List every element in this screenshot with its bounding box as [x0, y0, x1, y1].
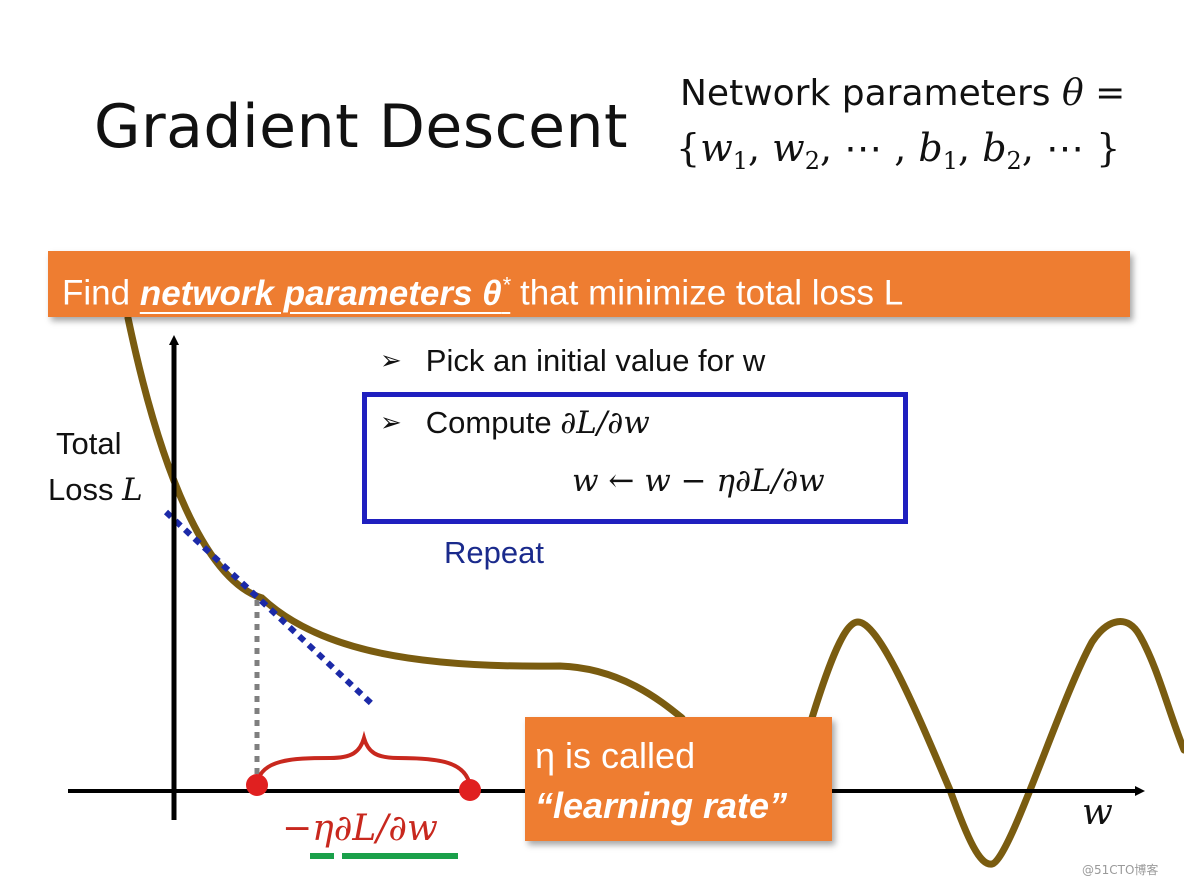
network-params-text: Network parameters — [680, 73, 1051, 114]
brace-open: { — [676, 126, 701, 170]
callout-line1: η is called — [535, 735, 696, 776]
repeat-box — [362, 392, 908, 524]
step-pick-initial: ➢ Pick an initial value for w — [380, 343, 765, 379]
y-axis-label-line1: Total — [56, 426, 122, 461]
banner-star: * — [501, 272, 511, 297]
param-b1: b — [918, 126, 943, 170]
step-size-label: −η∂L/∂w — [282, 808, 438, 849]
param-b2: b — [982, 126, 1007, 170]
banner-emphasis: network parameters θ* — [139, 272, 511, 313]
ellipsis-mid: ⋯ , — [844, 126, 907, 170]
step-pick-initial-text: Pick an initial value for w — [425, 343, 766, 378]
network-params-line2: {w1, w2, ⋯ , b1, b2, ⋯ } — [676, 126, 1121, 175]
loss-curve-right — [808, 618, 1184, 868]
repeat-label: Repeat — [444, 535, 544, 570]
sub-2b: 2 — [1006, 147, 1022, 175]
learning-rate-callout: η is called “learning rate” — [525, 717, 832, 841]
objective-banner: Find network parameters θ* that minimize… — [48, 251, 1130, 317]
ellipsis-end: ⋯ } — [1045, 126, 1121, 170]
watermark: @51CTO博客 — [1082, 863, 1159, 877]
sub-1a: 1 — [732, 147, 748, 175]
param-w1: w — [700, 126, 733, 170]
step-compute-math: ∂L/∂w — [560, 405, 650, 441]
sub-2a: 2 — [804, 147, 820, 175]
param-w2: w — [772, 126, 805, 170]
sub-1b: 1 — [942, 147, 959, 175]
current-point — [246, 774, 268, 796]
step-compute-gradient: ➢ Compute ∂L/∂w — [380, 405, 650, 441]
banner-prefix: Find — [62, 273, 140, 313]
step-brace — [255, 730, 472, 787]
slide-title: Gradient Descent — [94, 92, 629, 162]
arrow-bullet-icon: ➢ — [380, 345, 402, 375]
arrow-bullet-icon: ➢ — [380, 407, 402, 437]
update-rule: w ← w − η∂L/∂w — [572, 463, 825, 499]
next-point — [459, 779, 481, 801]
y-axis-label-line2-math: L — [122, 472, 143, 508]
network-params-line1: Network parameters θ = — [680, 73, 1125, 114]
banner-suffix: that minimize total loss L — [510, 273, 904, 313]
y-axis-label-line2-text: Loss — [48, 472, 123, 507]
x-axis-label: w — [1082, 792, 1113, 833]
step-compute-text: Compute — [425, 405, 561, 440]
network-params-theta: θ = — [1062, 73, 1126, 114]
tangent-line — [163, 509, 375, 707]
y-axis-label: Total Loss L — [48, 421, 143, 513]
callout-line2: “learning rate” — [535, 785, 788, 826]
